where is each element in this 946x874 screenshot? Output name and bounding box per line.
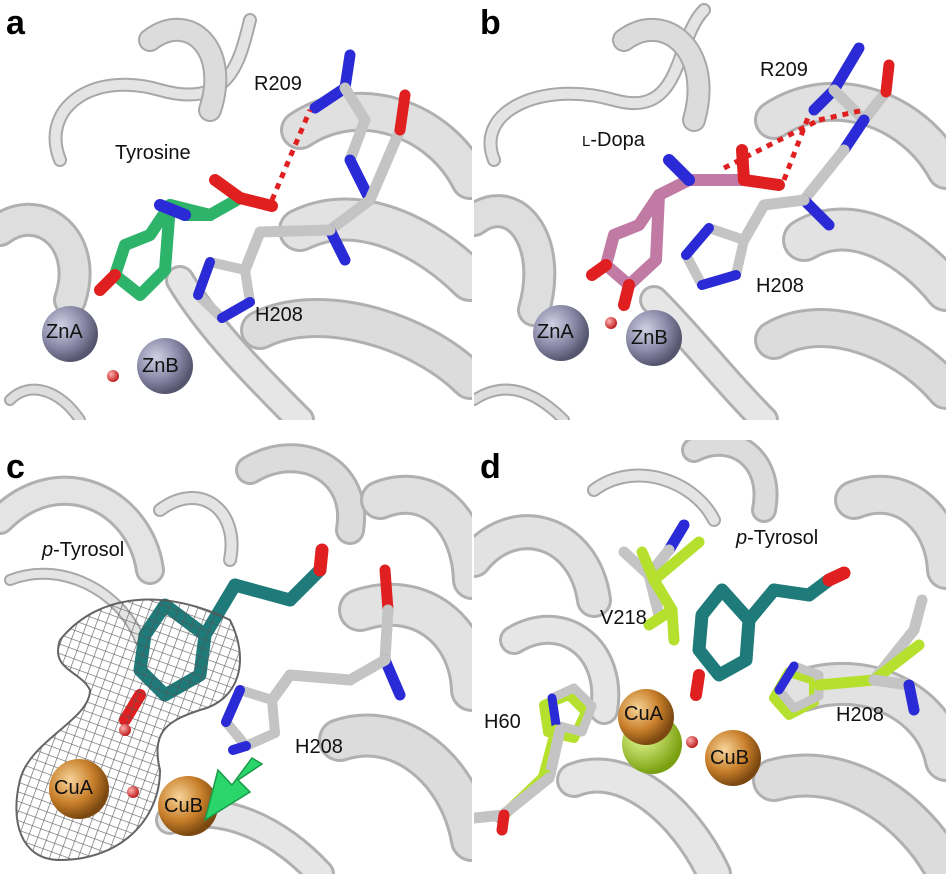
- hydrogen-bonds: [722, 107, 865, 181]
- hydrogen-bond: [269, 109, 313, 201]
- panel-a-structure: [0, 13, 472, 420]
- h208-sticks: [193, 224, 336, 323]
- copper-a-sphere: [618, 689, 674, 745]
- residue-label-v218: V218: [600, 607, 647, 629]
- protein-ribbon: [474, 3, 946, 420]
- protein-ribbon: [0, 13, 472, 420]
- panel-b: b R209 L-Dopa H208 ZnA ZnB: [474, 0, 946, 420]
- zinc-a-sphere: [42, 306, 98, 362]
- protein-ribbon: [0, 443, 472, 874]
- water-sphere: [119, 724, 131, 736]
- metal-label-b: CuB: [164, 795, 203, 817]
- h208-sticks: [769, 594, 928, 720]
- metal-label-b: ZnB: [142, 355, 179, 377]
- panel-d: d p-Tyrosol V218 H60 H208 CuA CuB: [474, 440, 946, 874]
- panel-label: c: [6, 448, 25, 486]
- ligand-prefix: L: [582, 133, 591, 150]
- metal-label-a: CuA: [54, 777, 93, 799]
- panel-c-structure: [0, 443, 472, 874]
- copper-a-sphere: [49, 759, 109, 819]
- ligand-label: p-Tyrosol: [42, 540, 124, 560]
- zinc-a-sphere: [533, 305, 589, 361]
- h60-sticks: [474, 683, 597, 836]
- zinc-b-sphere: [626, 310, 682, 366]
- ligand-name: -Dopa: [590, 129, 645, 151]
- water-sphere: [127, 786, 139, 798]
- hydrogen-bond: [818, 107, 865, 123]
- water-sphere: [605, 317, 617, 329]
- ligand-prefix: p: [736, 527, 748, 549]
- residue-label-h208: H208: [756, 275, 804, 297]
- copper-b-sphere: [705, 730, 761, 786]
- tyrosol-sticks: [690, 566, 851, 701]
- residue-label-h208: H208: [836, 704, 884, 726]
- ligand-prefix: p: [42, 539, 54, 561]
- ligand-label: p-Tyrosol: [736, 528, 818, 548]
- ligand-label: L-Dopa: [582, 130, 645, 150]
- h208-sticks: [221, 564, 406, 755]
- ligand-name: -Tyrosol: [53, 539, 125, 561]
- metal-label-b: ZnB: [631, 327, 668, 349]
- residue-label-r209: R209: [254, 73, 302, 95]
- panel-label: a: [6, 4, 25, 42]
- panel-d-structure: [474, 440, 946, 874]
- ligand-name: -Tyrosol: [747, 527, 819, 549]
- metal-label-a: ZnA: [46, 321, 83, 343]
- residue-label-h208: H208: [255, 304, 303, 326]
- panel-b-structure: [474, 3, 946, 420]
- panel-label: b: [480, 4, 501, 42]
- copper-b-sphere: [158, 776, 218, 836]
- panel-label: d: [480, 448, 501, 486]
- metal-label-b: CuB: [710, 747, 749, 769]
- panel-a: a R209 Tyrosine H208 ZnA ZnB: [0, 0, 472, 420]
- metal-label-a: CuA: [624, 703, 663, 725]
- water-sphere: [686, 736, 698, 748]
- ligand-label: Tyrosine: [115, 142, 191, 164]
- arrow: [203, 757, 264, 822]
- v218-sticks: [618, 519, 705, 646]
- h208-sticks: [681, 194, 810, 290]
- water-sphere: [107, 370, 119, 382]
- panel-c: c p-Tyrosol H208 CuA CuB: [0, 440, 472, 874]
- residue-label-h208: H208: [295, 736, 343, 758]
- tyrosine-sticks: [94, 174, 278, 301]
- r209-sticks: [309, 49, 411, 266]
- hydrogen-bond: [722, 117, 821, 171]
- metal-label-a: ZnA: [537, 321, 574, 343]
- dopa-sticks: [586, 144, 785, 311]
- residue-label-h60: H60: [484, 711, 521, 733]
- r209-sticks: [798, 42, 895, 231]
- residue-label-r209: R209: [760, 59, 808, 81]
- zinc-b-sphere: [137, 338, 193, 394]
